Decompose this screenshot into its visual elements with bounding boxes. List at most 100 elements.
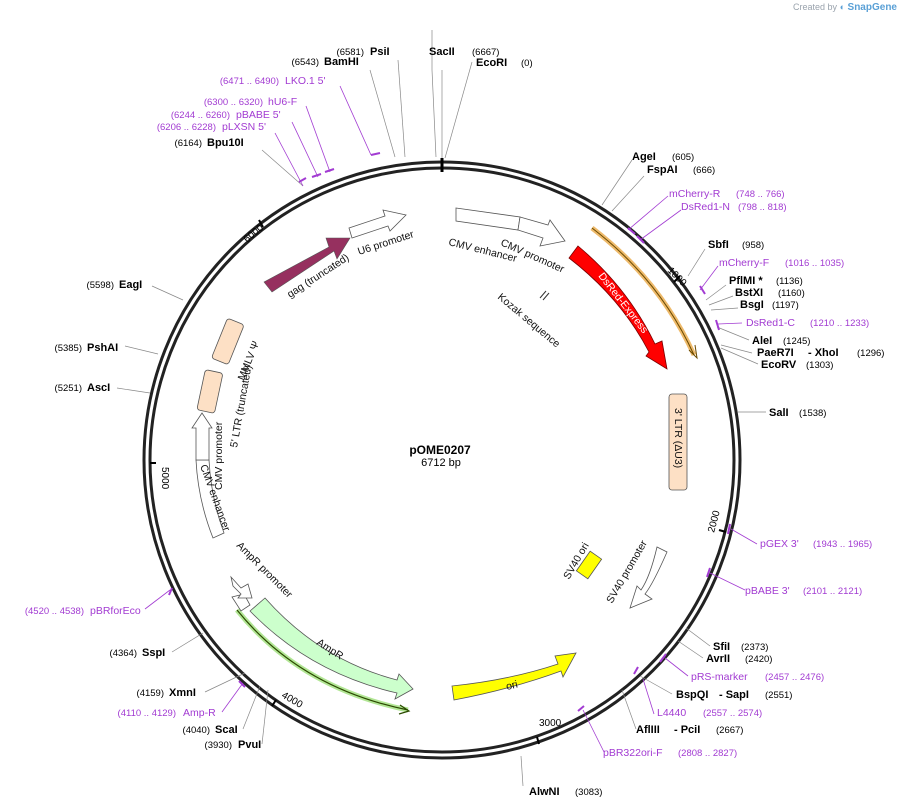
ampr-primer-arrowhead-icon: [398, 704, 411, 715]
site-bsgi-pos: (1197): [772, 300, 799, 311]
site-alei-pos: (1245): [783, 336, 810, 347]
site-bamhi[interactable]: BamHI: [324, 56, 359, 68]
feature-5ltr[interactable]: [196, 369, 223, 414]
tick-label-5000: 5000: [159, 467, 170, 490]
feature-u6-promoter[interactable]: [348, 209, 407, 239]
feature-mmlv-psi[interactable]: [211, 318, 244, 365]
primer-plxsn5[interactable]: pLXSN 5': [222, 121, 266, 133]
feature-ampr[interactable]: [249, 597, 414, 700]
feature-sv40-ori[interactable]: [575, 550, 603, 580]
site-pflmi-pos: (1136): [776, 276, 803, 287]
site-agei-pos: (605): [672, 152, 694, 163]
plasmid-name: pOME0207: [409, 443, 471, 457]
site-asci[interactable]: AscI: [87, 382, 110, 394]
site-pshai-pos: (5385): [55, 343, 82, 354]
primer-dsred1-c[interactable]: DsRed1-C: [746, 317, 795, 329]
site-sacii-pos: (6667): [472, 47, 499, 58]
site-pshai[interactable]: PshAI: [87, 342, 118, 354]
primer-lko1[interactable]: LKO.1 5': [285, 75, 326, 87]
primer-pbr322ori-f[interactable]: pBR322ori-F: [603, 747, 663, 759]
site-fspai-pos: (666): [693, 165, 715, 176]
primer-prs-marker-pos: (2457 .. 2476): [765, 672, 824, 683]
feature-cmv-promoter-top[interactable]: [517, 216, 566, 247]
feature-kozak-mark-b: [542, 292, 550, 301]
primer-pbabe5[interactable]: pBABE 5': [236, 109, 281, 121]
primer-leaders: [144, 85, 758, 753]
site-scai[interactable]: ScaI: [215, 724, 238, 736]
feature-label-cmv-promoter-left: CMV promoter: [213, 421, 225, 490]
primer-ticks: [168, 152, 731, 712]
site-sfii[interactable]: SfiI: [713, 641, 730, 653]
site-sbfi-pos: (958): [742, 240, 764, 251]
site-xmni[interactable]: XmnI: [169, 687, 196, 699]
site-ecori-pos: (0): [521, 58, 533, 69]
site-bpu10i-pos: (6164): [175, 138, 202, 149]
primer-pbabe3-pos: (2101 .. 2121): [803, 586, 862, 597]
site-pflmi[interactable]: PflMI *: [729, 275, 763, 287]
site-sbfi[interactable]: SbfI: [708, 239, 729, 251]
tick-marks: [150, 219, 727, 745]
site-paer7i[interactable]: PaeR7I: [757, 347, 794, 359]
primer-pbabe3[interactable]: pBABE 3': [745, 585, 790, 597]
feature-ori[interactable]: [451, 652, 577, 701]
site-alei[interactable]: AleI: [752, 335, 772, 347]
site-sali[interactable]: SalI: [769, 407, 789, 419]
site-ecorv-pos: (1303): [806, 360, 833, 371]
site-avrii[interactable]: AvrII: [706, 653, 730, 665]
site-eagi[interactable]: EagI: [119, 279, 142, 291]
primer-mcherry-f[interactable]: mCherry-F: [719, 257, 769, 269]
feature-label-ori: ori: [505, 678, 519, 692]
site-xhoi[interactable]: - XhoI: [808, 347, 839, 359]
feature-gag-truncated[interactable]: [263, 237, 351, 293]
feature-ampr-promoter[interactable]: [230, 575, 253, 599]
primer-hu6f-pos: (6300 .. 6320): [204, 97, 263, 108]
primer-pgex3[interactable]: pGEX 3': [760, 538, 799, 550]
site-ecori[interactable]: EcoRI: [476, 57, 507, 69]
site-alwni[interactable]: AlwNI: [529, 786, 560, 798]
plasmid-length: 6712 bp: [421, 457, 461, 469]
feature-label-mmlv-psi: MMLV Ψ: [236, 339, 263, 382]
feature-cmv-promoter-left[interactable]: [191, 412, 213, 461]
site-bspqi[interactable]: BspQI: [676, 689, 708, 701]
site-pvui[interactable]: PvuI: [238, 739, 261, 751]
feature-cmv-enhancer-top[interactable]: [455, 207, 521, 231]
site-agei[interactable]: AgeI: [632, 151, 656, 163]
site-sspi[interactable]: SspI: [142, 647, 165, 659]
leader-lines: [116, 30, 766, 787]
site-psii[interactable]: PsiI: [370, 46, 390, 58]
site-xmni-pos: (4159): [137, 688, 164, 699]
primer-amp-r[interactable]: Amp-R: [183, 707, 216, 719]
primer-mcherry-r[interactable]: mCherry-R: [669, 188, 721, 200]
primer-pbabe5-pos: (6244 .. 6260): [171, 110, 230, 121]
site-fspai[interactable]: FspAI: [647, 164, 678, 176]
primer-prs-marker[interactable]: pRS-marker: [691, 671, 748, 683]
site-bstxi[interactable]: BstXI: [735, 287, 763, 299]
primer-l4440[interactable]: L4440: [657, 707, 686, 719]
feature-3ltr[interactable]: [668, 393, 688, 491]
feature-cmv-enhancer-left[interactable]: [195, 459, 225, 539]
site-xhoi-pos: (1296): [857, 348, 884, 359]
primer-plxsn5-pos: (6206 .. 6228): [157, 122, 216, 133]
site-bpu10i[interactable]: Bpu10I: [207, 137, 244, 149]
site-bsgi[interactable]: BsgI: [740, 299, 764, 311]
site-sapi[interactable]: - SapI: [719, 689, 749, 701]
feature-sv40-promoter[interactable]: [629, 546, 668, 609]
site-bstxi-pos: (1160): [778, 288, 805, 299]
ampr-primer-arrow: [236, 609, 409, 711]
site-alwni-pos: (3083): [575, 787, 602, 798]
primer-dsred1-n[interactable]: DsRed1-N: [681, 201, 730, 213]
site-pcii[interactable]: - PciI: [674, 724, 700, 736]
site-ecorv[interactable]: EcoRV: [761, 359, 797, 371]
site-afliii[interactable]: AflIII: [636, 724, 660, 736]
site-sacii[interactable]: SacII: [429, 46, 455, 58]
tick-label-3000: 3000: [539, 718, 562, 729]
site-scai-pos: (4040): [183, 725, 210, 736]
primer-mcherry-r-pos: (748 .. 766): [736, 189, 785, 200]
credit-brand: SnapGene: [847, 2, 897, 13]
primer-dsred1-c-pos: (1210 .. 1233): [810, 318, 869, 329]
feature-dsred-express[interactable]: [568, 245, 668, 370]
primer-hu6f[interactable]: hU6-F: [268, 96, 297, 108]
dsred-primer-arrowhead-icon: [688, 344, 698, 360]
primer-pbrforeco[interactable]: pBRforEco: [90, 605, 141, 617]
